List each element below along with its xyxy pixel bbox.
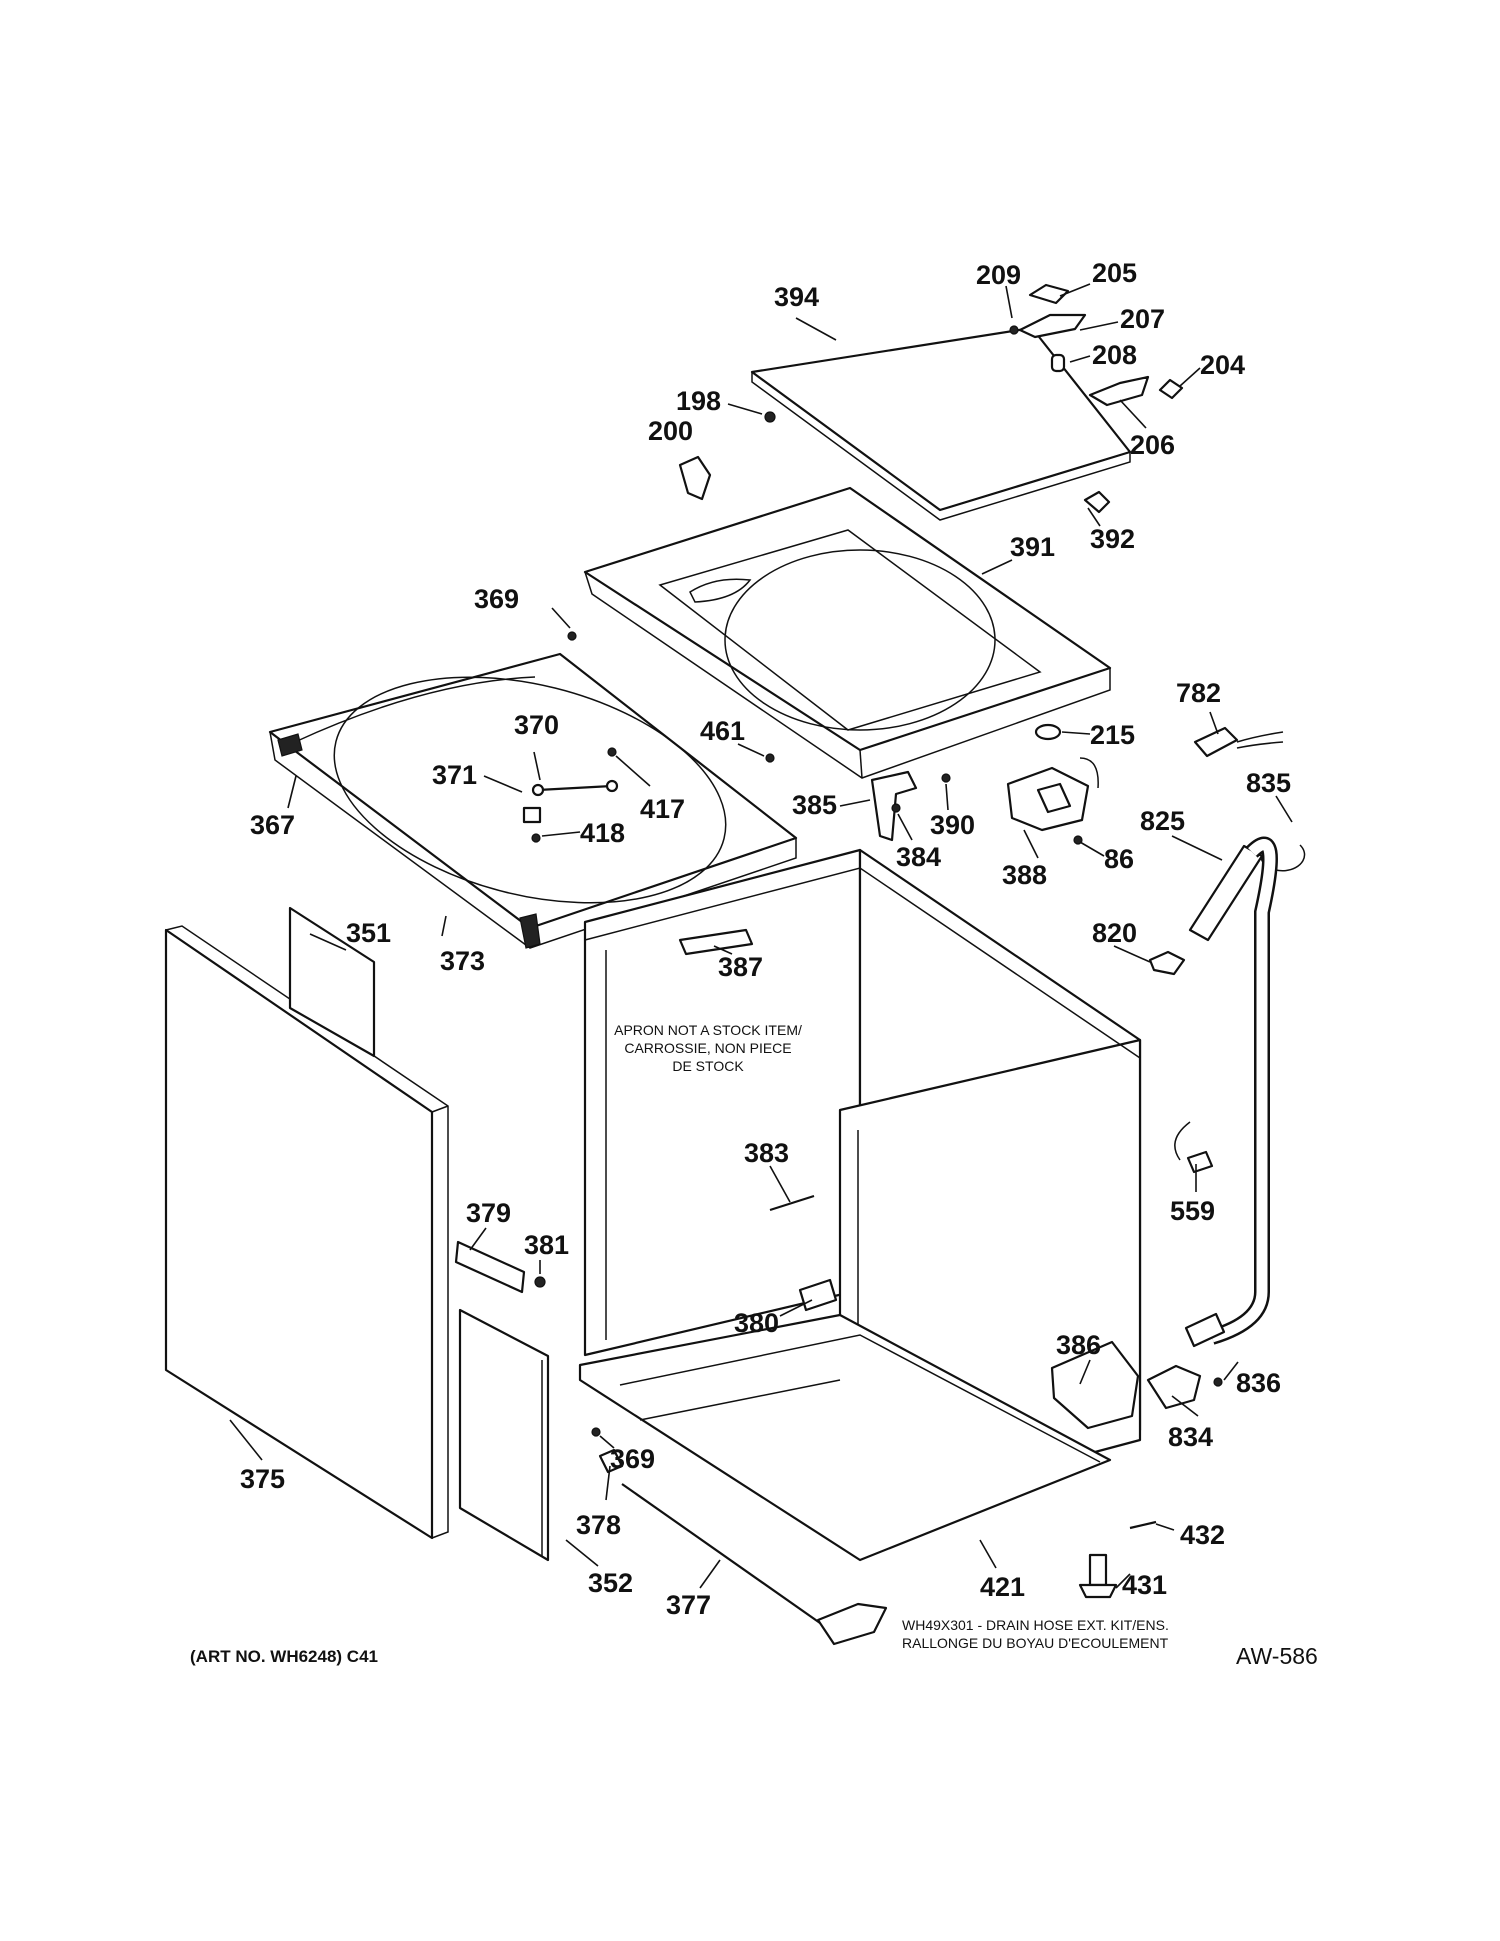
part-label: 379: [466, 1198, 511, 1228]
part-label: 204: [1200, 350, 1245, 380]
part-label: 206: [1130, 430, 1175, 460]
part-label: 834: [1168, 1422, 1213, 1452]
part-label: 375: [240, 1464, 285, 1494]
toe-panel: [458, 1308, 550, 1562]
harness-and-clamp: [1193, 726, 1306, 872]
panel-liner: [288, 906, 376, 1058]
part-label: 782: [1176, 678, 1221, 708]
part-label: 431: [1122, 1570, 1167, 1600]
front-panel: [164, 925, 449, 1540]
tie-rod: [522, 631, 775, 843]
apron-note: APRON NOT A STOCK ITEM/ CARROSSIE, NON P…: [614, 1022, 802, 1074]
note-line: APRON NOT A STOCK ITEM/: [614, 1022, 802, 1038]
lid: [750, 326, 1132, 521]
part-label: 418: [580, 818, 625, 848]
part-label: 208: [1092, 340, 1137, 370]
part-label: 378: [576, 1510, 621, 1540]
note-line: RALLONGE DU BOYAU D'ECOULEMENT: [902, 1635, 1169, 1651]
part-label: 369: [610, 1444, 655, 1474]
part-label: 205: [1092, 258, 1137, 288]
part-label: 367: [250, 810, 295, 840]
part-label: 371: [432, 760, 477, 790]
part-label: 835: [1246, 768, 1291, 798]
part-labels: 394 209 205 207 208 204 206 198 200 392 …: [240, 258, 1291, 1620]
part-label: 421: [980, 1572, 1025, 1602]
part-label: 387: [718, 952, 763, 982]
part-label: 392: [1090, 524, 1135, 554]
note-line: CARROSSIE, NON PIECE: [624, 1040, 791, 1056]
lid-switch: [870, 723, 1099, 845]
leveling-rod: [621, 1483, 888, 1646]
part-label: 825: [1140, 806, 1185, 836]
part-label: 432: [1180, 1520, 1225, 1550]
part-label: 351: [346, 918, 391, 948]
part-label: 836: [1236, 1368, 1281, 1398]
part-label: 369: [474, 584, 519, 614]
part-label: 381: [524, 1230, 569, 1260]
part-label: 215: [1090, 720, 1135, 750]
part-label: 207: [1120, 304, 1165, 334]
part-label: 394: [774, 282, 819, 312]
part-label: 385: [792, 790, 837, 820]
part-label: 377: [666, 1590, 711, 1620]
part-label: 200: [648, 416, 693, 446]
note-line: WH49X301 - DRAIN HOSE EXT. KIT/ENS.: [902, 1617, 1169, 1633]
part-label: 391: [1010, 532, 1055, 562]
diagram-code: AW-586: [1236, 1643, 1318, 1669]
part-label: 198: [676, 386, 721, 416]
leader-lines: [229, 283, 1293, 1589]
part-label: 383: [744, 1138, 789, 1168]
top-cover: [583, 486, 1112, 779]
part-label: 352: [588, 1568, 633, 1598]
part-label: 461: [700, 716, 745, 746]
kit-note: WH49X301 - DRAIN HOSE EXT. KIT/ENS. RALL…: [902, 1617, 1169, 1651]
cabinet: [578, 848, 1223, 1599]
art-number: (ART NO. WH6248) C41: [190, 1647, 378, 1666]
part-label: 386: [1056, 1330, 1101, 1360]
part-label: 390: [930, 810, 975, 840]
part-label: 86: [1104, 844, 1134, 874]
note-line: DE STOCK: [672, 1058, 744, 1074]
part-label: 820: [1092, 918, 1137, 948]
part-label: 417: [640, 794, 685, 824]
strip: [454, 1240, 546, 1294]
part-label: 370: [514, 710, 559, 740]
lid-hinge-parts: [678, 283, 1184, 514]
part-label: 559: [1170, 1196, 1215, 1226]
part-label: 380: [734, 1308, 779, 1338]
part-label: 209: [976, 260, 1021, 290]
part-label: 373: [440, 946, 485, 976]
part-label: 384: [896, 842, 941, 872]
part-label: 388: [1002, 860, 1047, 890]
drain-hose: [1184, 836, 1278, 1348]
